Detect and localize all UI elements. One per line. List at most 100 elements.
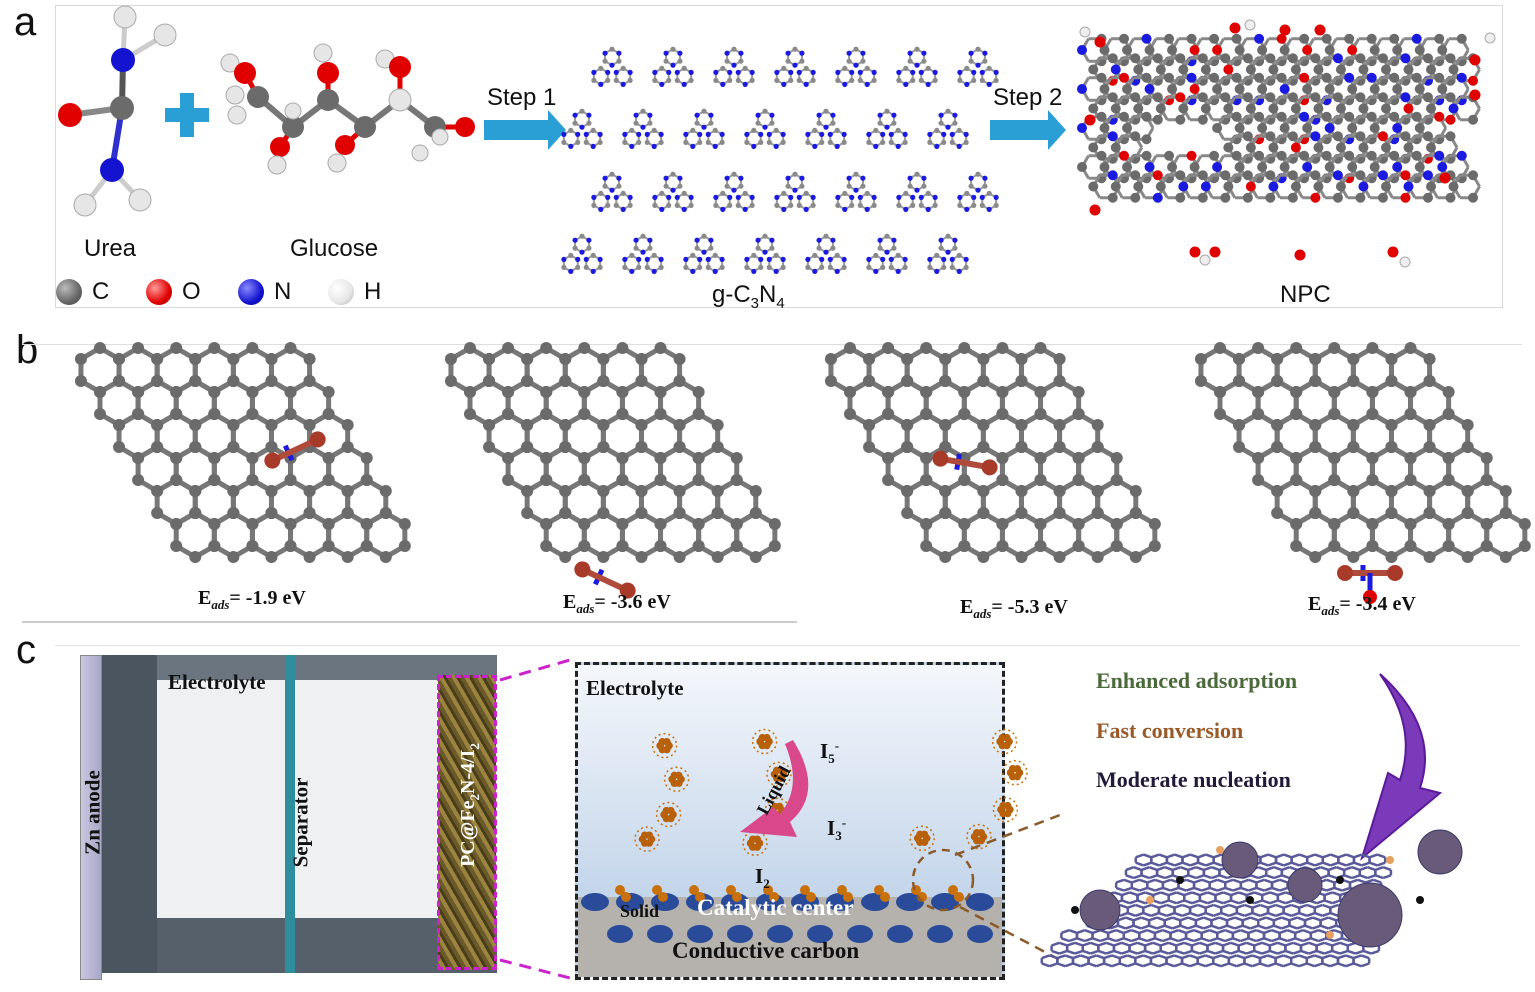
gc3n4-atom: [841, 131, 847, 137]
npc-atom: [1456, 72, 1467, 83]
carbon-atom: [303, 551, 316, 563]
gc3n4-atom: [877, 112, 883, 118]
gc3n4-atom: [629, 268, 635, 274]
carbon-atom: [1518, 540, 1531, 552]
gc3n4-atom: [896, 77, 902, 83]
gc3n4-atom: [586, 120, 592, 126]
carbon-atom: [502, 452, 515, 464]
gc3n4-atom: [979, 77, 985, 83]
glucose-molecule: [220, 43, 475, 175]
gc3n4-atom: [633, 112, 639, 118]
npc-atom: [1197, 192, 1208, 203]
npc-hydrogen-atom: [1199, 254, 1211, 266]
gc3n4-atom: [720, 206, 726, 212]
iodine-cluster: [1013, 765, 1022, 773]
i2-molecule: [800, 885, 810, 895]
gc3n4-atom: [749, 69, 755, 75]
gc3n4-atom: [781, 190, 787, 196]
npc-atom: [1448, 181, 1459, 192]
carbon-atom: [502, 342, 515, 354]
carbon-atom: [1499, 507, 1512, 519]
carbon-atom: [578, 408, 591, 420]
eads-e-4: E: [1308, 593, 1322, 615]
carbon-atom: [768, 518, 781, 530]
gc3n4-atom: [866, 264, 872, 270]
gc3n4-atom: [914, 46, 920, 52]
gc3n4-atom: [568, 268, 574, 274]
i2-base: I: [755, 864, 764, 888]
carbon-atom: [94, 408, 106, 420]
npc-atom: [1335, 64, 1346, 75]
gc3n4-atom: [827, 139, 833, 145]
carbon-atom: [360, 474, 373, 486]
carbon-atom: [559, 551, 572, 563]
npc-structure: [1077, 19, 1496, 268]
benefit-fast-conversion: Fast conversion: [1096, 718, 1244, 743]
npc-oxygen-atom: [1469, 89, 1481, 101]
npc-atom: [1077, 162, 1087, 172]
npc-atom: [1445, 53, 1456, 64]
benefit-moderate-nucleation: Moderate nucleation: [1096, 767, 1291, 792]
gc3n4-atom: [780, 139, 786, 145]
npc-atom: [1186, 72, 1197, 83]
iodine-nucleus: [1337, 882, 1403, 948]
carbon-atom: [996, 474, 1009, 486]
npc-atom: [1313, 142, 1324, 153]
carbon-atom: [284, 386, 297, 398]
gc3n4-atom: [884, 108, 890, 114]
carbon-atom: [996, 408, 1009, 420]
carbon-atom: [692, 386, 705, 398]
gc3n4-atom: [945, 108, 951, 114]
carbon-atom: [996, 518, 1009, 530]
gc3n4-atom: [871, 77, 877, 83]
gc3n4-atom: [644, 264, 650, 270]
carbon-atom: [1053, 353, 1066, 365]
npc-atom: [1302, 84, 1313, 94]
gc3n4-atom: [590, 268, 596, 274]
carbon-atom: [1404, 452, 1417, 464]
gc3n4-atom: [925, 81, 931, 87]
npc-oxygen-atom: [1089, 204, 1101, 216]
npc-atom: [1445, 192, 1456, 203]
gc3n4-sub1: 3: [750, 294, 760, 312]
carbon-atom: [958, 474, 971, 486]
gc3n4-atom: [751, 143, 757, 149]
legend-carbon-label: C: [92, 278, 110, 305]
carbon-atom: [227, 485, 240, 497]
gc3n4-atom: [963, 131, 969, 137]
npc-atom: [1242, 53, 1253, 64]
npc-atom: [1426, 103, 1437, 114]
npc-atom: [1434, 33, 1445, 44]
npc-atom: [1287, 92, 1298, 103]
gc3n4-atom: [666, 77, 672, 83]
gc3n4-atom: [952, 245, 958, 251]
gc3n4-atom: [866, 131, 872, 137]
gc3n4-atom: [735, 77, 741, 83]
gc3n4-atom: [744, 256, 750, 262]
gc3n4-atom: [647, 237, 653, 243]
npc-atom: [1332, 53, 1343, 64]
gc3n4-atom: [627, 194, 633, 200]
i2-molecule: [874, 885, 884, 895]
gc3n4-atom: [572, 245, 578, 251]
npc-atom: [1099, 84, 1110, 94]
npc-atom: [1411, 111, 1422, 122]
gc3n4-atom: [583, 131, 589, 137]
gc3n4-atom: [934, 252, 940, 258]
gc3n4-atom: [964, 81, 970, 87]
gc3n4-atom: [860, 183, 866, 189]
active-site: [1416, 896, 1424, 904]
carbon-atom: [977, 375, 990, 387]
carbon-atom: [170, 540, 183, 552]
npc-atom: [1175, 170, 1186, 181]
gc3n4-atom: [652, 77, 658, 83]
gc3n4-atom: [674, 77, 680, 83]
gc3n4-atom: [956, 143, 962, 149]
carbon-atom: [208, 518, 221, 530]
eads-sub-1: ads: [211, 597, 230, 612]
npc-atom: [1242, 92, 1253, 103]
gc3n4-atom: [860, 58, 866, 64]
gc3n4-atom: [903, 81, 909, 87]
gc3n4-atom: [986, 206, 992, 212]
gc3n4-atom: [622, 256, 628, 262]
